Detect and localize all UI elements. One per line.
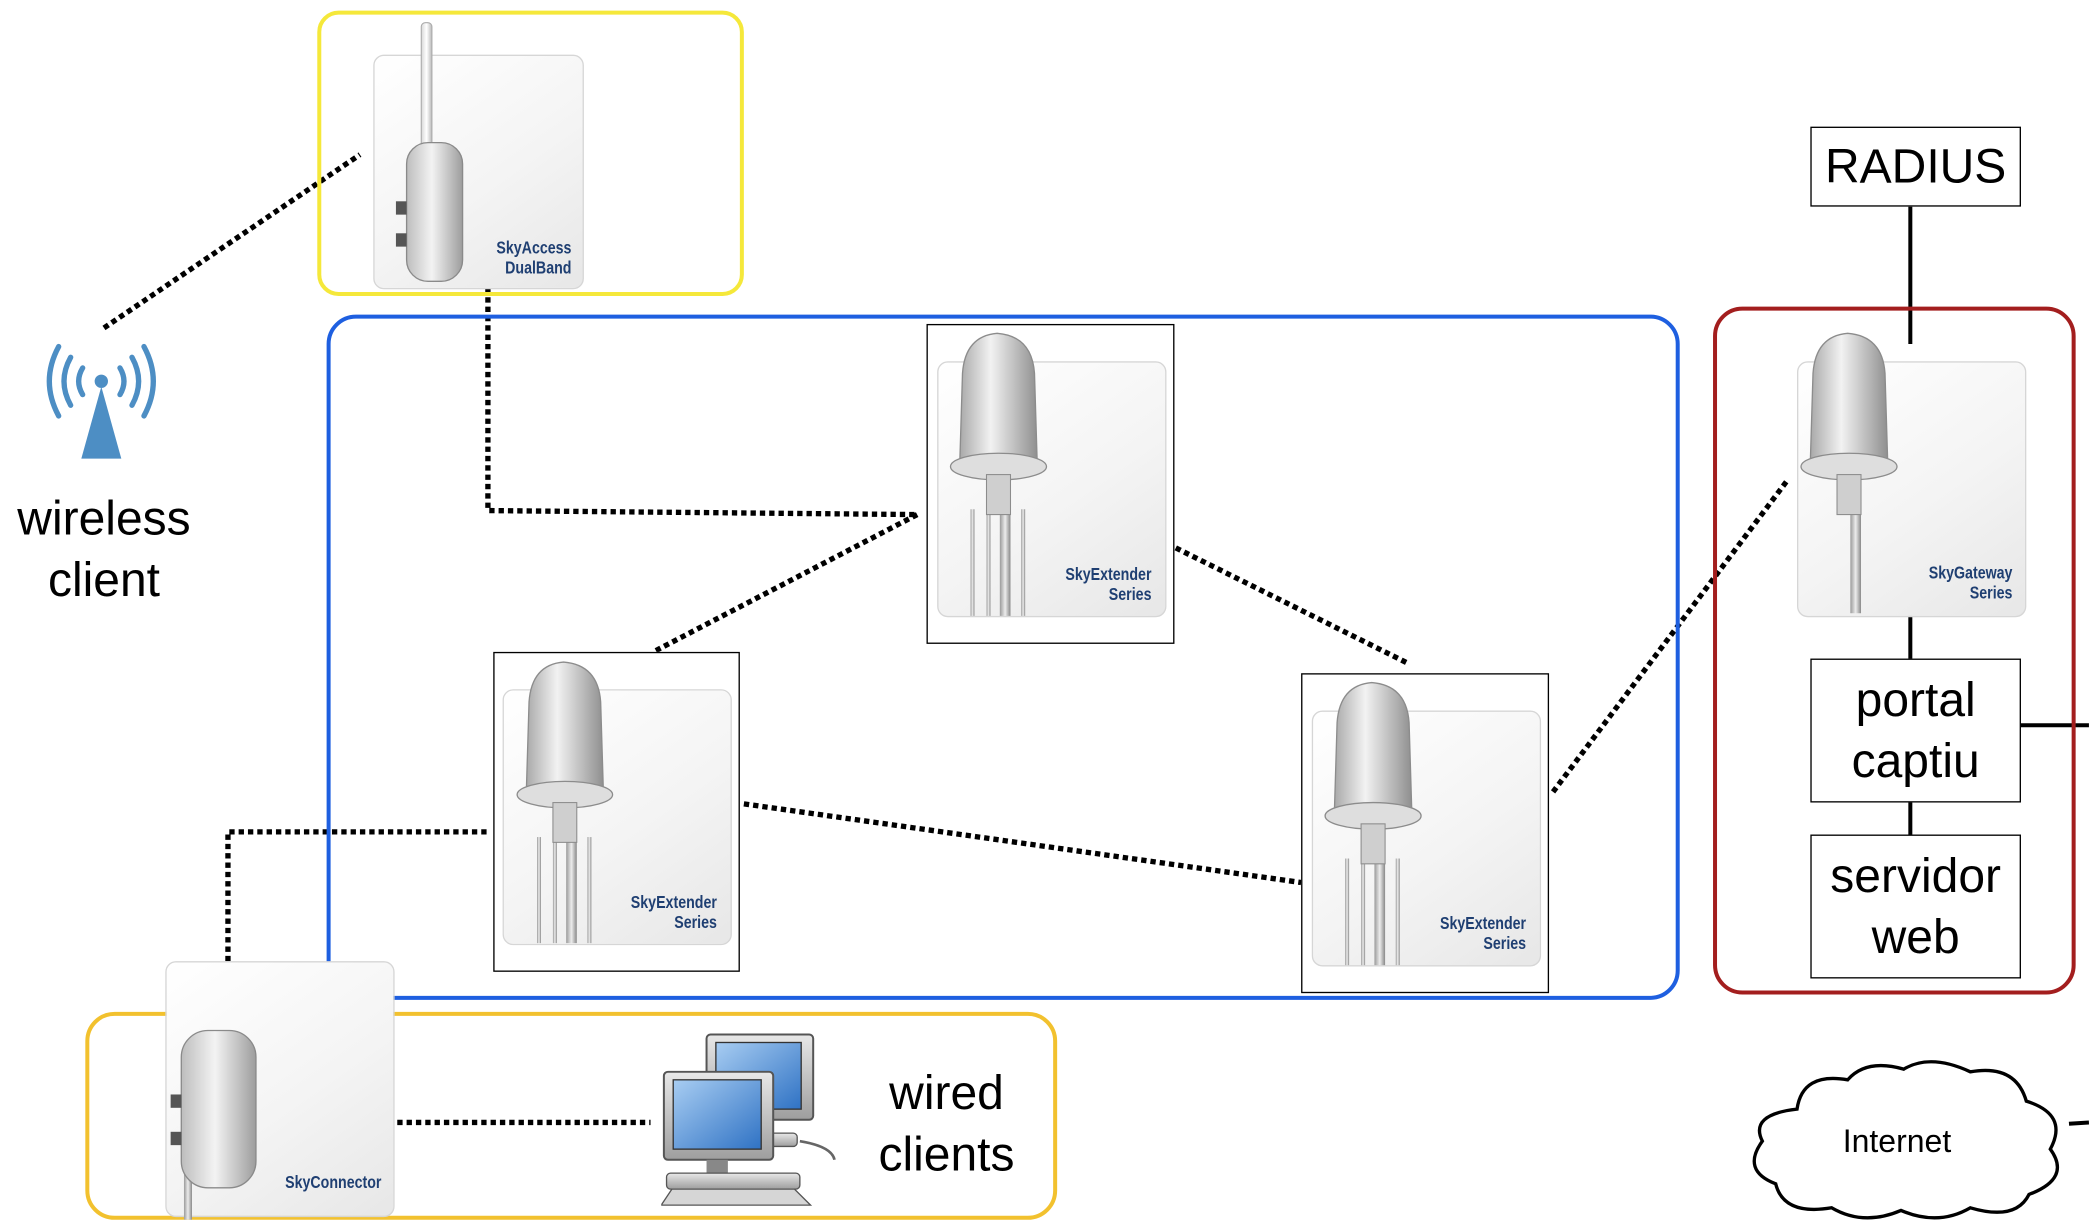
skyextender-top-device: SkyExtender Series [926,323,1175,644]
internet-label: Internet [1842,1123,1952,1160]
skygateway-label-line2: Series [1970,582,2013,603]
computers-icon [661,1033,836,1206]
skyaccess-dualband-device: SkyAccess DualBand [372,20,585,290]
skyextender-left-label: SkyExtender Series [631,892,717,932]
skygateway-unit-icon [1800,332,1898,614]
skygateway-label: SkyGateway Series [1929,563,2013,603]
skyextender-right-label-line2: Series [1483,933,1527,954]
skyextender-right-label-line1: SkyExtender [1440,913,1527,934]
skygateway-label-line1: SkyGateway [1929,562,2013,583]
skyextender-right-label: SkyExtender Series [1440,913,1526,953]
web-server-label-line2: web [1871,909,1960,964]
skyaccess-label-line2: DualBand [505,257,572,278]
link-extender-left-right [743,801,1302,886]
skyextender-top-unit-icon [949,332,1048,616]
client-region [85,1011,1058,1220]
link-internet-out [2068,1120,2089,1126]
radius-box: RADIUS [1810,126,2021,207]
skyextender-left-device: SkyExtender Series [493,651,740,972]
wireless-client-label-line2: client [47,551,160,607]
mesh-region [326,314,1680,1000]
internet-cloud-icon [1752,1060,2060,1220]
captive-portal-label-line2: captiu [1851,733,1980,788]
skyaccess-label-line1: SkyAccess [496,237,572,258]
web-server-box: servidor web [1810,834,2021,979]
skygateway-device: SkyGateway Series [1792,325,2027,618]
radius-label: RADIUS [1824,138,2007,194]
skyconnector-label-line1: SkyConnector [284,1171,382,1192]
link-client-skyaccess [102,152,362,331]
skyextender-left-label-line1: SkyExtender [631,891,718,912]
wireless-client-label: wireless client [0,488,208,611]
wireless-client-label-line1: wireless [17,490,191,546]
web-server-label-line1: servidor [1830,847,2002,903]
skyconnector-unit-icon [170,1029,257,1220]
skyextender-right-unit-icon [1324,681,1422,966]
skyaccess-unit-icon [395,22,464,282]
skyextender-left-label-line2: Series [674,911,718,932]
skyconnector-device: SkyConnector [165,961,395,1220]
skyaccess-label: SkyAccess DualBand [497,237,572,277]
access-region [317,10,744,296]
skyextender-top-label: SkyExtender Series [1066,564,1152,604]
wired-clients-label: wired clients [843,1062,1051,1185]
skyextender-left-unit-icon [516,661,614,944]
link-connector-extender-left [225,829,488,990]
link-extender-top-left [654,512,919,653]
skyextender-right-device: SkyExtender Series [1301,673,1550,994]
wired-clients-label-line2: clients [878,1126,1015,1182]
skyextender-top-label-line1: SkyExtender [1065,563,1152,584]
captive-portal-box: portal captiu [1810,658,2021,803]
wireless-antenna-icon [46,343,156,459]
skyextender-top-label-line2: Series [1109,583,1152,604]
skyconnector-label: SkyConnector [285,1172,381,1192]
link-skyaccess-extender-top [485,287,918,518]
captive-portal-label-line1: portal [1855,671,1976,727]
gateway-region [1713,306,2076,995]
wired-clients-label-line1: wired [889,1065,1004,1120]
